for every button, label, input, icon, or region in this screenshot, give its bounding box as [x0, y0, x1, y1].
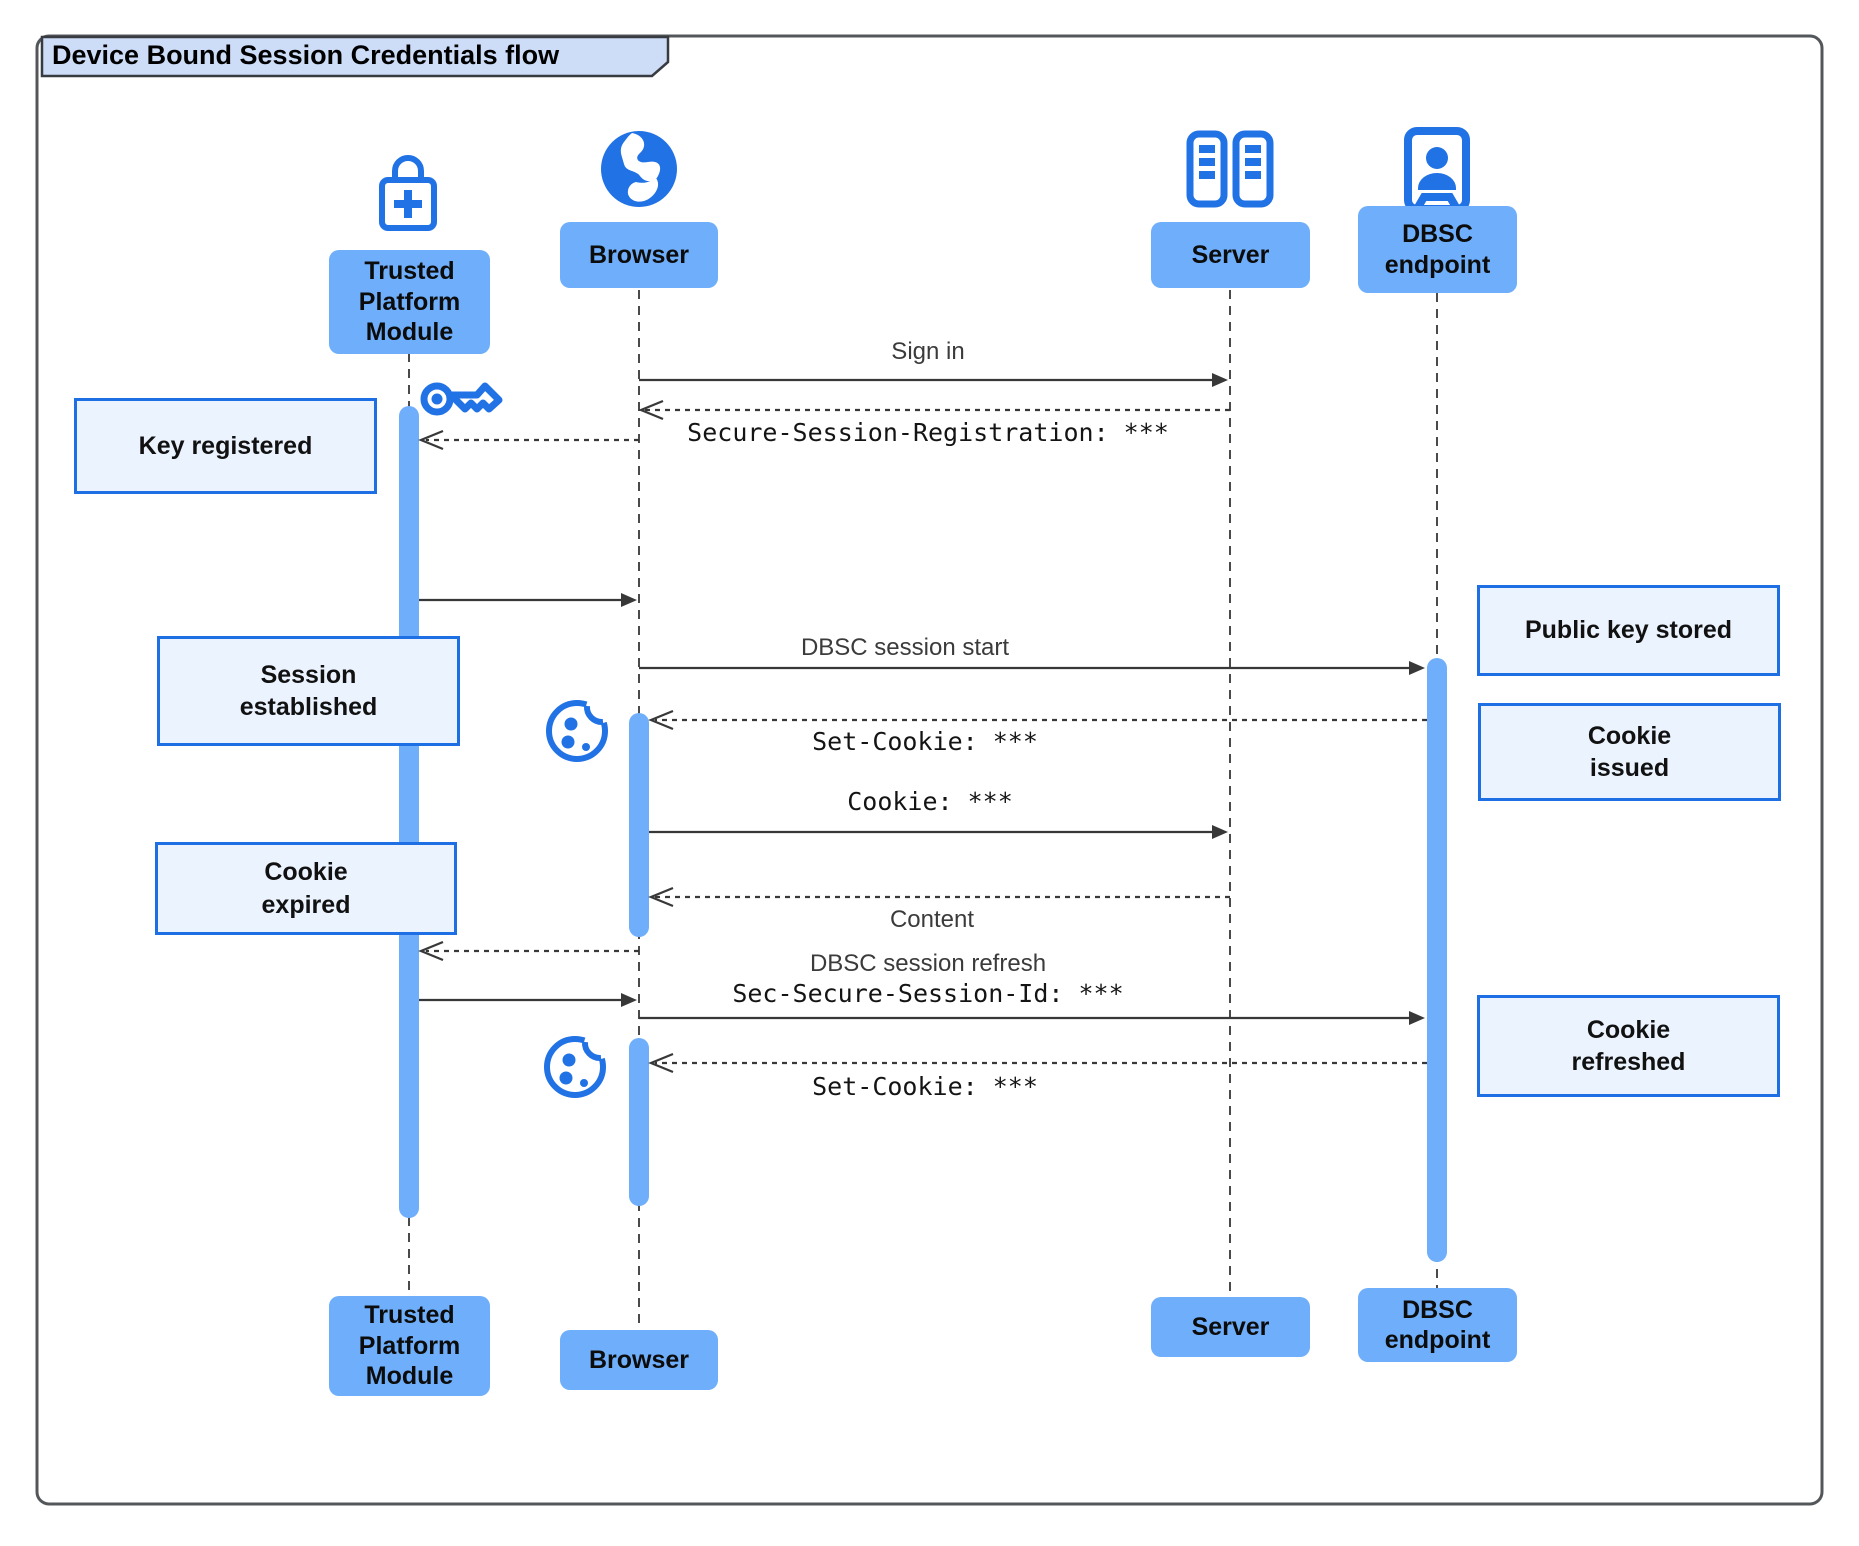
message-arrows: Browser (dashed) --> TPM (dashed, unlabe…: [418, 373, 1427, 1074]
note-cookie-refreshed: Cookie refreshed: [1477, 995, 1780, 1097]
arrowhead: [621, 593, 637, 607]
message-cookie: Cookie: ***: [847, 787, 1013, 816]
arrowhead: [1409, 1011, 1425, 1025]
person-badge-icon: [1403, 126, 1471, 219]
open-arrowhead: [648, 709, 674, 731]
activation-dbsc: [1427, 658, 1447, 1262]
cookie-icon: [545, 689, 616, 770]
lock-plus-icon: [374, 138, 442, 243]
diagram-title: Device Bound Session Credentials flow: [52, 40, 560, 70]
message-sign-in: Sign in: [891, 338, 965, 365]
activation-bars: [399, 406, 1447, 1262]
actor-browser-bottom: Browser: [560, 1330, 718, 1390]
note-public-key-stored: Public key stored: [1477, 585, 1780, 676]
server-racks-icon: [1186, 130, 1274, 213]
open-arrowhead: [648, 886, 674, 908]
actor-tpm-top: Trusted Platform Module: [329, 250, 490, 354]
open-arrowhead: [648, 1052, 674, 1074]
note-cookie-expired: Cookie expired: [155, 842, 457, 935]
open-arrowhead: [418, 940, 444, 962]
actor-dbsc-top: DBSC endpoint: [1358, 206, 1517, 293]
arrowhead: [1212, 373, 1228, 387]
note-session-established: Session established: [157, 636, 460, 746]
key-icon: [420, 376, 508, 427]
open-arrowhead: [418, 429, 444, 451]
activation-browser-2: [629, 1038, 649, 1206]
activation-tpm: [399, 406, 419, 1218]
message-content: Content: [889, 906, 975, 933]
open-arrowhead: [638, 399, 664, 421]
arrowhead: [1409, 661, 1425, 675]
arrowhead: [621, 993, 637, 1007]
actor-dbsc-bottom: DBSC endpoint: [1358, 1288, 1517, 1362]
note-cookie-issued: Cookie issued: [1478, 703, 1781, 801]
message-set-cookie-2: Set-Cookie: ***: [812, 1072, 1038, 1101]
message-dbsc-session-refresh: DBSC session refresh: [809, 950, 1047, 977]
actor-server-bottom: Server: [1151, 1297, 1310, 1357]
message-dbsc-session-start: DBSC session start: [800, 634, 1010, 661]
actor-tpm-bottom: Trusted Platform Module: [329, 1296, 490, 1396]
globe-icon: [596, 126, 682, 217]
message-secure-session-registration: Secure-Session-Registration: ***: [687, 418, 1169, 447]
actor-browser-top: Browser: [560, 222, 718, 288]
arrowhead: [1212, 825, 1228, 839]
note-key-registered: Key registered: [74, 398, 377, 494]
activation-browser-1: [629, 713, 649, 937]
message-sec-secure-session-id: Sec-Secure-Session-Id: ***: [732, 979, 1124, 1008]
message-set-cookie-1: Set-Cookie: ***: [812, 727, 1038, 756]
actor-server-top: Server: [1151, 222, 1310, 288]
title-tab-shape: [40, 35, 670, 78]
cookie-icon: [543, 1025, 614, 1106]
